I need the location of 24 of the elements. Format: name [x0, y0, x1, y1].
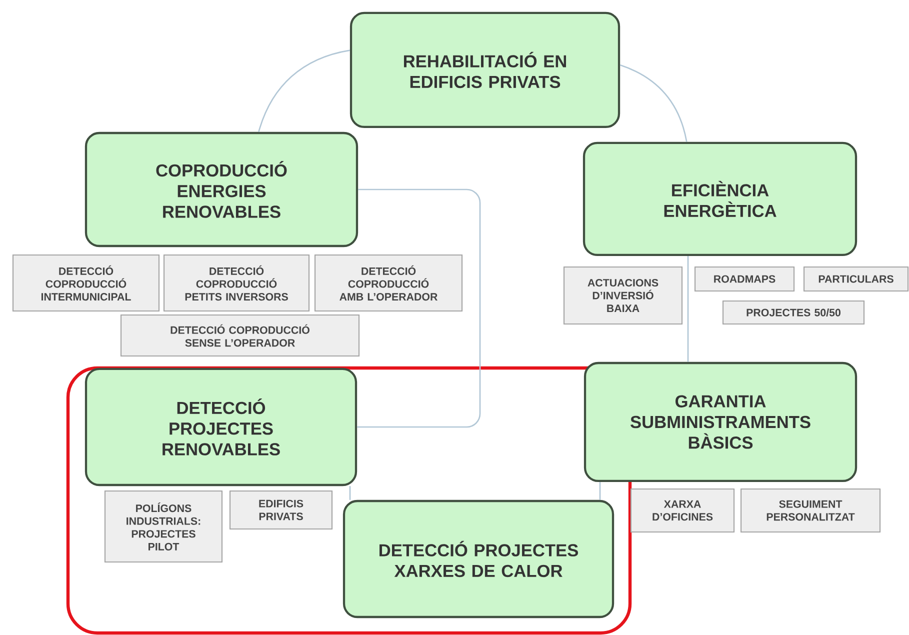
subtopic-box: SEGUIMENT PERSONALITZAT	[740, 488, 881, 533]
topic-box: COPRODUCCIÓ ENERGIES RENOVABLES	[84, 132, 358, 248]
connector-line	[357, 188, 481, 428]
subtopic-box: EDIFICIS PRIVATS	[229, 490, 333, 530]
topic-box: DETECCIÓ PROJECTES RENOVABLES	[84, 368, 358, 486]
topic-box: REHABILITACIÓ EN EDIFICIS PRIVATS	[350, 12, 620, 128]
subtopic-box: POLÍGONS INDUSTRIALS: PROJECTES PILOT	[104, 490, 223, 563]
subtopic-box: PROJECTES 50/50	[722, 300, 865, 325]
connector-line	[687, 256, 689, 362]
connector-line	[349, 486, 351, 500]
subtopic-box: DETECCIÓ COPRODUCCIÓ PETITS INVERSORS	[163, 254, 310, 312]
topic-box: GARANTIA SUBMINISTRAMENTS BÀSICS	[584, 362, 858, 482]
topic-box: DETECCIÓ PROJECTES XARXES DE CALOR	[342, 500, 614, 618]
subtopic-box: DETECCIÓ COPRODUCCIÓ AMB L’OPERADOR	[314, 254, 463, 312]
connector-arc	[620, 64, 688, 142]
subtopic-box: DETECCIÓ COPRODUCCIÓ SENSE L’OPERADOR	[120, 314, 360, 357]
subtopic-box: DETECCIÓ COPRODUCCIÓ INTERMUNICIPAL	[12, 254, 160, 312]
connector-arc	[258, 50, 350, 132]
connector-line	[599, 482, 601, 500]
topic-box: EFICIÈNCIA ENERGÈTICA	[582, 142, 858, 256]
subtopic-box: PARTICULARS	[803, 266, 909, 292]
subtopic-box: ACTUACIONS D’INVERSIÓ BAIXA	[563, 266, 683, 325]
subtopic-box: XARXA D’OFICINES	[630, 488, 735, 533]
subtopic-box: ROADMAPS	[694, 266, 795, 292]
